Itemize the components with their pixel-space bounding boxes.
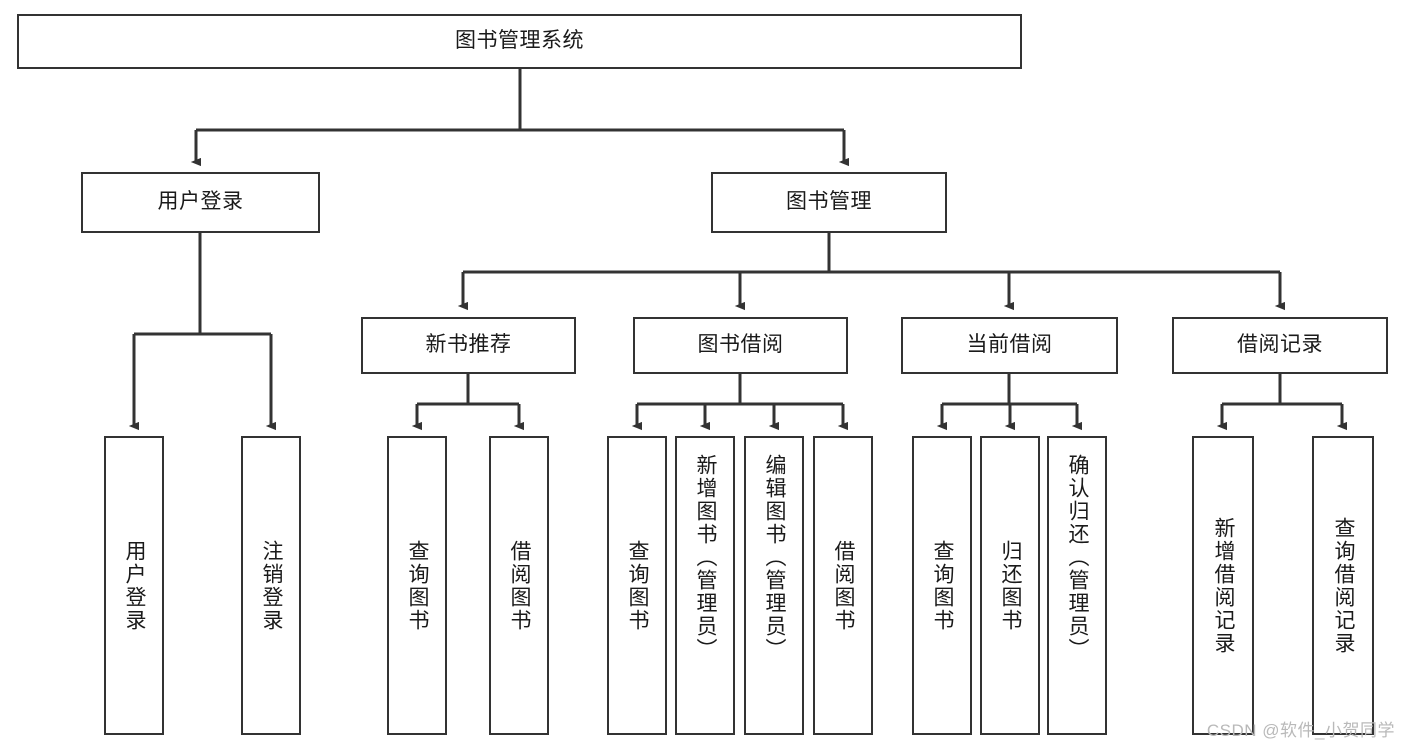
csdn-watermark: CSDN @软件_小贺同学 [1206,721,1395,740]
leaf-query-book-2[interactable]: 查询图书 [607,436,667,735]
node-root-system-label: 图书管理系统 [455,29,584,53]
leaf-query-book-1[interactable]: 查询图书 [387,436,447,735]
leaf-edit-book[interactable]: 编辑图书（管理员） [744,436,804,735]
leaf-query-book-2-label: 查询图书 [626,539,650,632]
leaf-confirm-return-label: 确认归还（管理员） [1066,454,1090,661]
leaf-logout-login[interactable]: 注销登录 [241,436,301,735]
leaf-user-login[interactable]: 用户登录 [104,436,164,735]
leaf-edit-book-label: 编辑图书（管理员） [763,454,787,661]
leaf-query-book-3-label: 查询图书 [931,539,955,632]
leaf-logout-login-label: 注销登录 [260,539,284,632]
leaf-query-book-1-label: 查询图书 [406,539,430,632]
leaf-user-login-label: 用户登录 [123,539,147,632]
node-borrow-record[interactable]: 借阅记录 [1172,317,1388,374]
node-book-borrow-label: 图书借阅 [697,333,784,357]
leaf-return-book[interactable]: 归还图书 [980,436,1040,735]
node-current-borrow-label: 当前借阅 [966,333,1053,357]
leaf-borrow-book-1[interactable]: 借阅图书 [489,436,549,735]
leaf-borrow-book-1-label: 借阅图书 [508,539,532,632]
node-book-manage[interactable]: 图书管理 [711,172,947,233]
node-user-login-label: 用户登录 [157,190,244,214]
leaf-query-record[interactable]: 查询借阅记录 [1312,436,1374,735]
leaf-add-book[interactable]: 新增图书（管理员） [675,436,735,735]
node-new-book-recommend-label: 新书推荐 [425,333,512,357]
node-book-manage-label: 图书管理 [786,190,872,214]
leaf-borrow-book-2-label: 借阅图书 [832,539,856,632]
leaf-query-record-label: 查询借阅记录 [1332,516,1356,655]
leaf-confirm-return[interactable]: 确认归还（管理员） [1047,436,1107,735]
leaf-borrow-book-2[interactable]: 借阅图书 [813,436,873,735]
leaf-query-book-3[interactable]: 查询图书 [912,436,972,735]
node-user-login[interactable]: 用户登录 [81,172,320,233]
leaf-add-book-label: 新增图书（管理员） [694,454,718,661]
node-borrow-record-label: 借阅记录 [1237,333,1323,357]
node-current-borrow[interactable]: 当前借阅 [901,317,1118,374]
leaf-add-record-label: 新增借阅记录 [1212,516,1236,655]
leaf-add-record[interactable]: 新增借阅记录 [1192,436,1254,735]
leaf-return-book-label: 归还图书 [999,539,1023,632]
node-new-book-recommend[interactable]: 新书推荐 [361,317,576,374]
node-book-borrow[interactable]: 图书借阅 [633,317,848,374]
node-root-system[interactable]: 图书管理系统 [17,14,1022,69]
